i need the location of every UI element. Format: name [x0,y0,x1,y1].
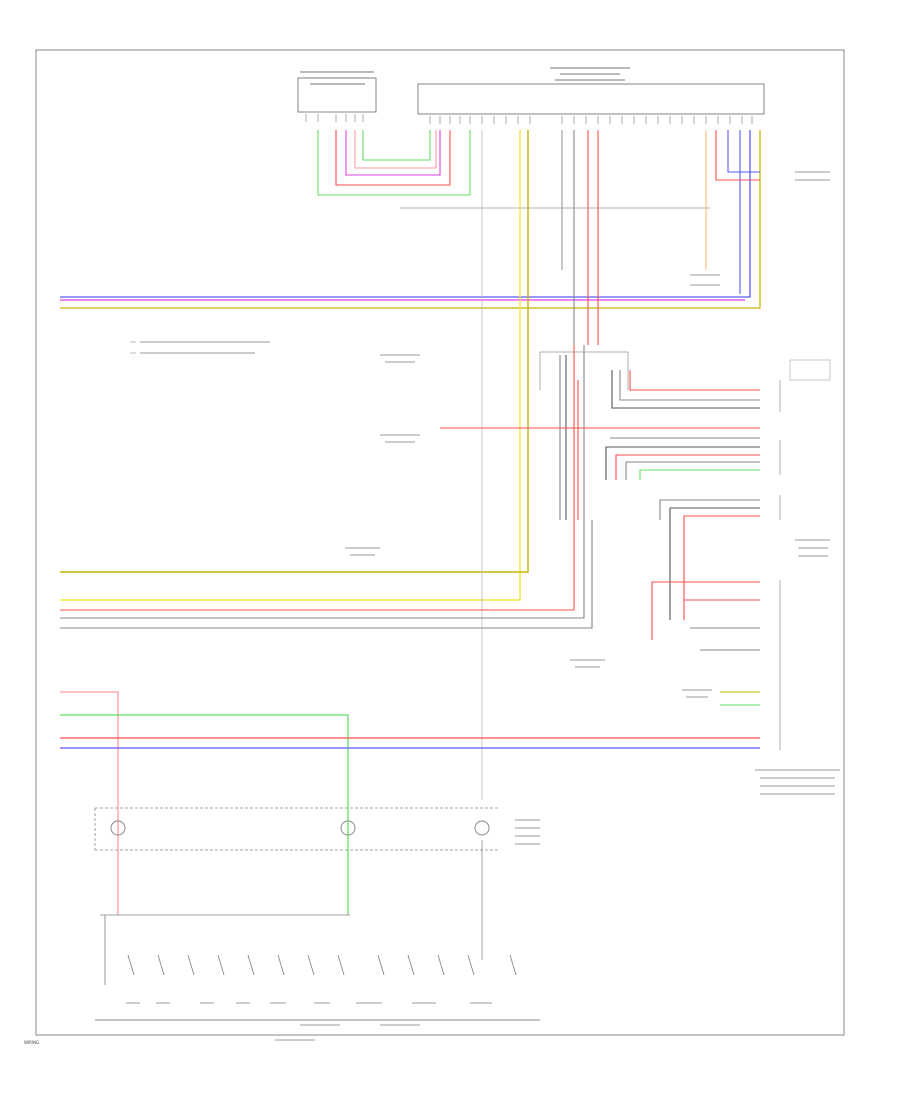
center-connector [539,351,629,390]
switch-array-frame [94,807,500,960]
ground-symbol-1 [110,820,126,836]
module-top-pins [305,114,753,124]
switch-contacts [95,915,540,1021]
side-labels [345,171,840,795]
module-main-top [417,67,765,115]
ground-symbol-2 [340,820,356,836]
upper-bus-wires [60,130,761,309]
diagram-frame [35,49,845,1036]
legend [130,341,270,354]
switch-labels [126,1002,492,1041]
right-mid-wires [440,370,760,706]
top-loop-wires [317,130,710,209]
footer-label: WIRING [24,1040,40,1045]
vertical-trunks [60,130,529,800]
center-vertical-wires [60,130,599,629]
right-terminal-block [779,359,831,750]
ground-labels [515,819,540,845]
module-left-top [297,71,377,113]
ground-symbol-3 [474,820,490,836]
lower-bus-wires [60,691,760,915]
